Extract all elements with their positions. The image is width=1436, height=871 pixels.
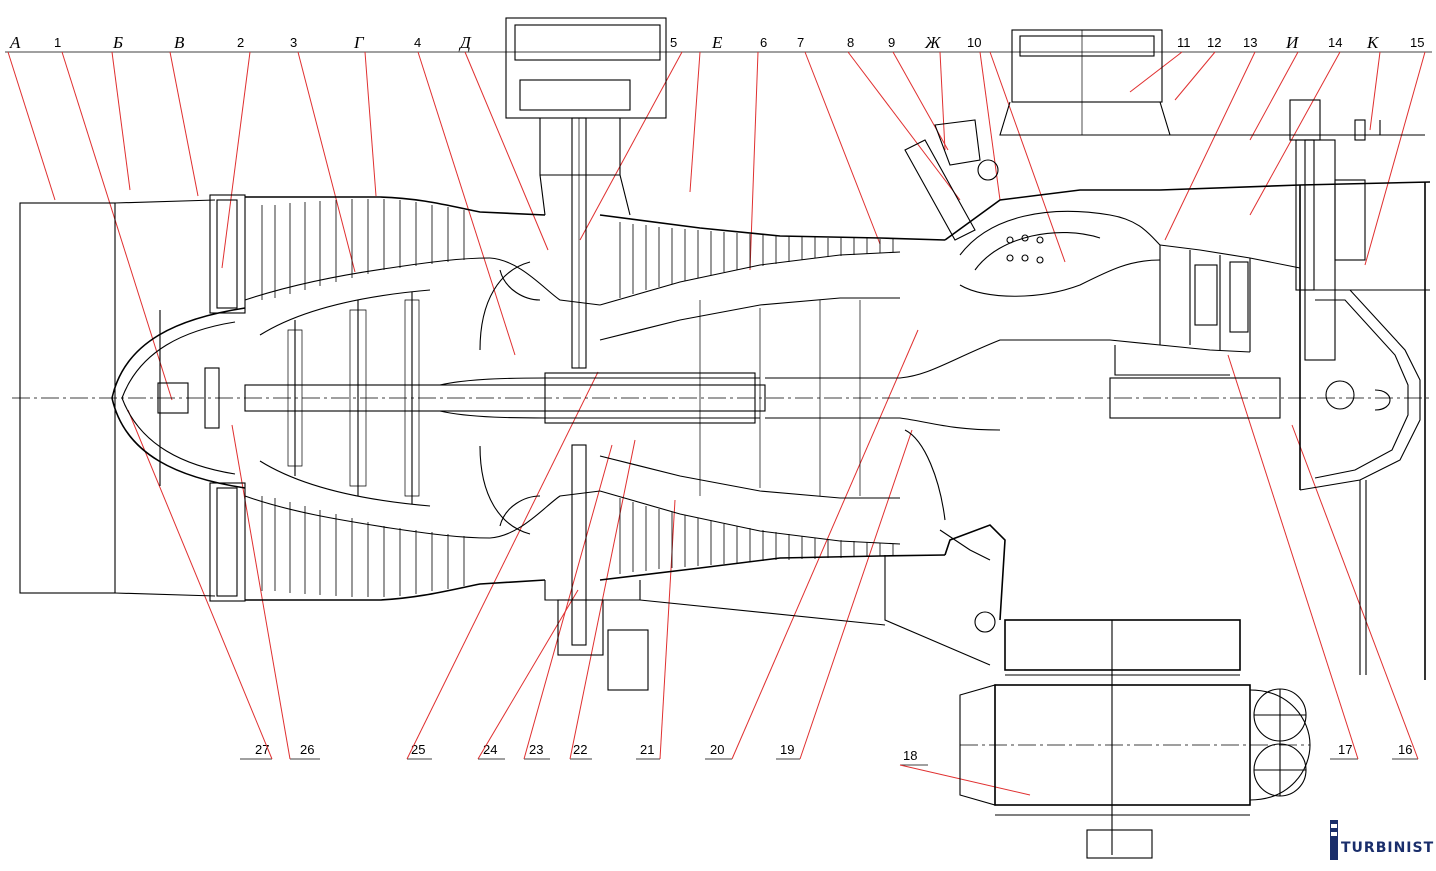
part-label-13: 13 — [1243, 35, 1257, 50]
hp-compressor-blades — [619, 222, 894, 574]
engine-body — [12, 17, 1432, 859]
part-label-17: 17 — [1338, 742, 1352, 757]
part-label-19: 19 — [780, 742, 794, 757]
part-label-10: 10 — [967, 35, 981, 50]
part-label-22: 22 — [573, 742, 587, 757]
part-label-25: 25 — [411, 742, 425, 757]
part-label-23: 23 — [529, 742, 543, 757]
part-label-27: 27 — [255, 742, 269, 757]
part-label-5: 5 — [670, 35, 677, 50]
part-label-24: 24 — [483, 742, 497, 757]
top-label-row: А 1 Б В 2 3 Г 4 Д 5 Е 6 7 8 9 Ж 10 11 12… — [5, 33, 1432, 53]
part-label-8: 8 — [847, 35, 854, 50]
part-label-9: 9 — [888, 35, 895, 50]
section-label-B: Б — [112, 33, 123, 52]
section-label-E: Е — [711, 33, 723, 52]
part-label-16: 16 — [1398, 742, 1412, 757]
part-label-2: 2 — [237, 35, 244, 50]
part-label-3: 3 — [290, 35, 297, 50]
section-label-G: Г — [353, 33, 365, 52]
part-label-26: 26 — [300, 742, 314, 757]
section-label-D: Д — [458, 33, 472, 52]
part-label-15: 15 — [1410, 35, 1424, 50]
part-label-18: 18 — [903, 748, 917, 763]
section-label-K: К — [1366, 33, 1380, 52]
part-label-20: 20 — [710, 742, 724, 757]
turbinist-logo: TURBINIST — [1330, 820, 1434, 860]
part-label-4: 4 — [414, 35, 421, 50]
section-label-I: И — [1285, 33, 1300, 52]
part-label-6: 6 — [760, 35, 767, 50]
part-label-21: 21 — [640, 742, 654, 757]
bottom-label-row: 27 26 25 24 23 22 21 20 19 17 16 18 — [240, 742, 1418, 766]
section-label-A: А — [9, 33, 21, 52]
part-label-12: 12 — [1207, 35, 1221, 50]
section-label-Zh: Ж — [924, 33, 942, 52]
logo-mark — [1330, 820, 1338, 860]
lp-compressor-blades — [261, 199, 465, 597]
part-label-7: 7 — [797, 35, 804, 50]
part-label-14: 14 — [1328, 35, 1342, 50]
part-label-1: 1 — [54, 35, 61, 50]
leader-lines — [7, 51, 1426, 796]
section-label-V: В — [174, 33, 185, 52]
part-label-11: 11 — [1177, 35, 1191, 50]
logo-text: TURBINIST — [1341, 840, 1434, 856]
